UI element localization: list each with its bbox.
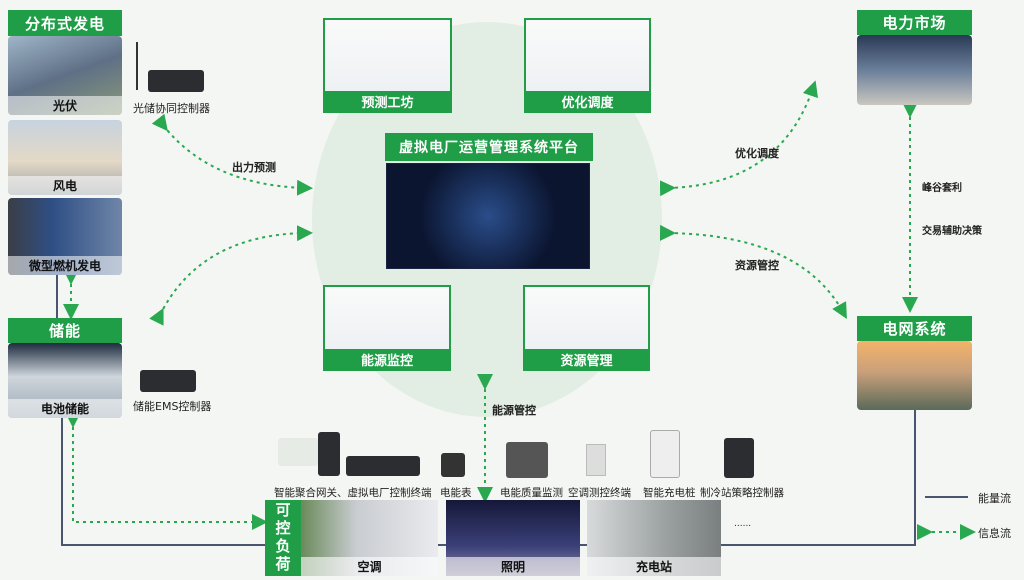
power-quality-device <box>506 442 548 478</box>
energy-control-label: 能源管控 <box>492 404 536 417</box>
charging-station-label: 充电站 <box>587 557 721 576</box>
resource-module-label: 资源管理 <box>525 349 648 369</box>
micro-turbine-image: 微型燃机发电 <box>8 198 122 275</box>
gateway-device <box>278 438 318 466</box>
chiller-controller-device <box>724 438 754 478</box>
resource-module-card[interactable]: 资源管理 <box>523 285 650 371</box>
optimize-chart-thumbnail <box>526 20 649 91</box>
vpp-terminal-device <box>318 432 340 476</box>
grid-header: 电网系统 <box>857 316 972 341</box>
power-quality-label: 电能质量监测 <box>500 487 563 499</box>
legend-info-label: 信息流 <box>978 527 1011 540</box>
platform-title: 虚拟电厂运营管理系统平台 <box>385 133 593 161</box>
ac-terminal-label: 空调测控终端 <box>568 487 631 499</box>
info-flow-lines <box>63 80 918 530</box>
micro-turbine-label: 微型燃机发电 <box>8 256 122 275</box>
air-conditioner-label: 空调 <box>301 557 438 576</box>
resource-control-label: 资源管控 <box>735 259 779 272</box>
pv-storage-controller-device <box>148 70 204 92</box>
platform-dashboard-screenshot <box>386 163 590 269</box>
monitor-chart-thumbnail <box>325 287 449 349</box>
battery-storage-image: 电池储能 <box>8 343 122 418</box>
controllable-load-header: 可控负荷 <box>265 500 301 576</box>
air-conditioner-image: 空调 <box>301 500 438 576</box>
chiller-controller-label: 制冷站策略控制器 <box>700 487 784 499</box>
ac-terminal-device <box>586 444 606 476</box>
pv-storage-controller-label: 光储协同控制器 <box>133 102 210 115</box>
lighting-label: 照明 <box>446 557 580 576</box>
charging-pile-device <box>650 430 680 478</box>
monitor-module-card[interactable]: 能源监控 <box>323 285 451 371</box>
optimize-module-label: 优化调度 <box>526 91 649 111</box>
grid-image <box>857 341 972 410</box>
optimize-module-card[interactable]: 优化调度 <box>524 18 651 113</box>
forecast-module-label: 预测工坊 <box>325 91 450 111</box>
more-ellipsis: ...... <box>734 519 752 529</box>
monitor-module-label: 能源监控 <box>325 349 449 369</box>
forecast-chart-thumbnail <box>325 20 450 91</box>
storage-ems-device <box>140 370 196 392</box>
legend-energy-label: 能量流 <box>978 492 1011 505</box>
photovoltaic-label: 光伏 <box>8 96 122 115</box>
trade-decision-label: 交易辅助决策 <box>922 226 982 237</box>
resource-chart-thumbnail <box>525 287 648 349</box>
battery-storage-label: 电池储能 <box>8 399 122 418</box>
energy-meter-label: 电能表 <box>440 487 472 499</box>
peak-valley-label: 峰谷套利 <box>922 183 962 194</box>
power-market-header: 电力市场 <box>857 10 972 35</box>
storage-ems-label: 储能EMS控制器 <box>133 400 212 413</box>
distributed-generation-header: 分布式发电 <box>8 10 122 36</box>
charging-station-image: 充电站 <box>587 500 721 576</box>
wind-image: 风电 <box>8 120 122 195</box>
gateway-label: 智能聚合网关、虚拟电厂控制终端 <box>274 487 432 499</box>
output-forecast-label: 出力预测 <box>232 161 276 174</box>
photovoltaic-image: 光伏 <box>8 36 122 115</box>
optimize-flow-label: 优化调度 <box>735 147 779 160</box>
antenna-icon <box>136 42 138 90</box>
charging-pile-label: 智能充电桩 <box>643 487 696 499</box>
power-market-image <box>857 35 972 105</box>
legend-lines <box>917 496 976 540</box>
storage-header: 储能 <box>8 318 122 343</box>
energy-meter-device <box>441 453 465 477</box>
forecast-module-card[interactable]: 预测工坊 <box>323 18 452 113</box>
controller-box-device <box>346 456 420 476</box>
wind-label: 风电 <box>8 176 122 195</box>
lighting-image: 照明 <box>446 500 580 576</box>
